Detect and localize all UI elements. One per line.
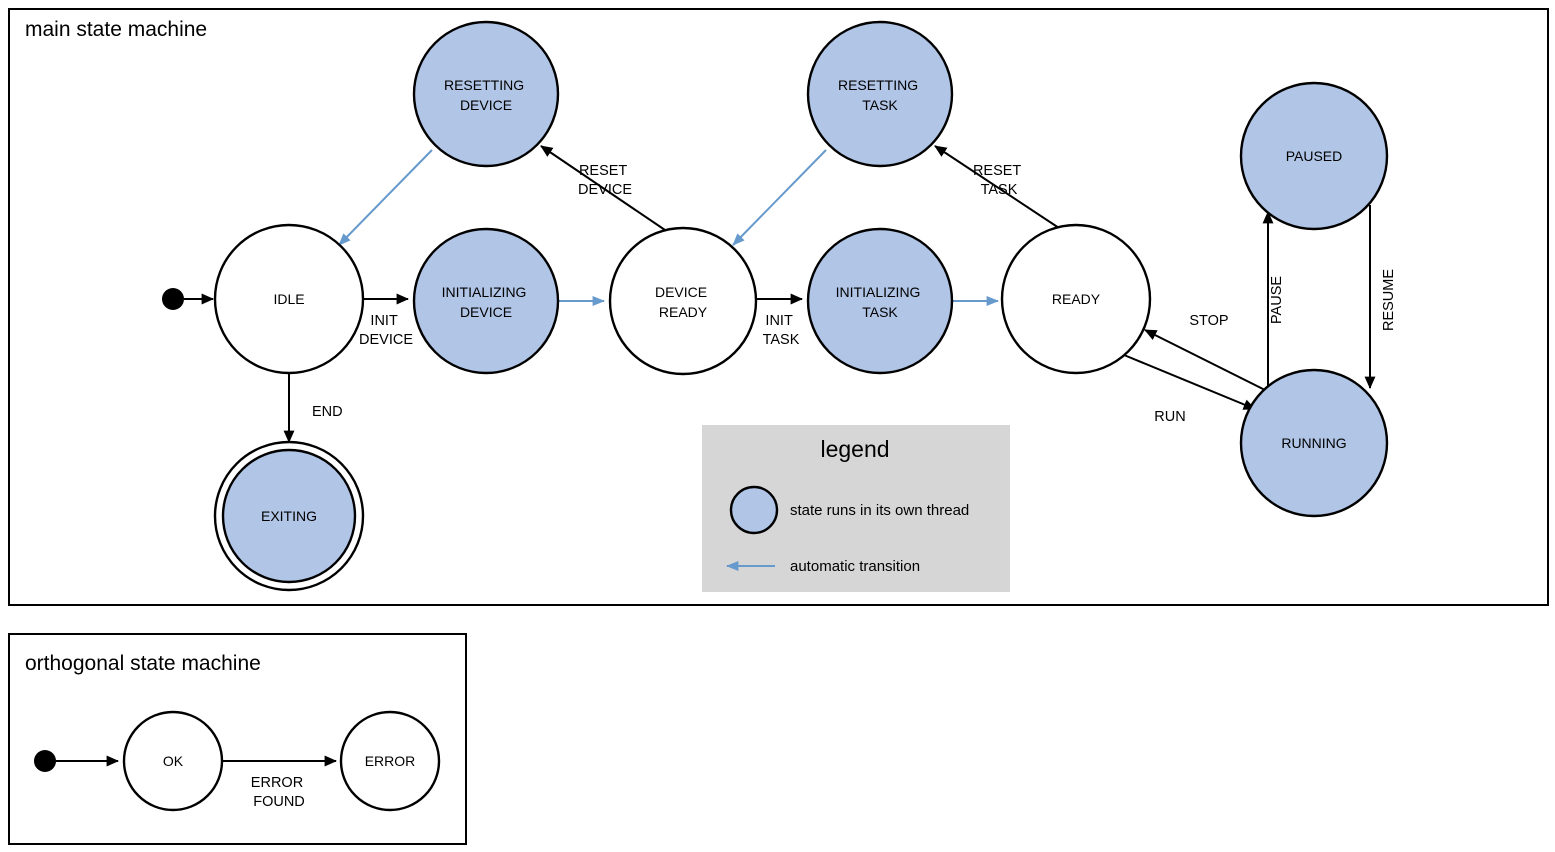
transition-reset-task-label: RESET TASK — [973, 163, 1025, 198]
state-ok-label: OK — [163, 753, 184, 769]
transition-run: RUN — [1123, 354, 1256, 425]
state-device-ready-circle[interactable] — [608, 226, 758, 376]
transition-auto-idle — [338, 149, 433, 246]
transition-run-line — [1123, 354, 1256, 410]
state-ok[interactable]: OK — [122, 710, 224, 812]
state-error[interactable]: ERROR — [339, 710, 441, 812]
state-resetting-task-circle[interactable] — [806, 20, 954, 168]
state-resetting-device[interactable]: RESETTING DEVICE — [412, 20, 560, 168]
state-running[interactable]: RUNNING — [1239, 368, 1389, 518]
state-initializing-task[interactable]: INITIALIZING TASK — [806, 227, 954, 375]
state-resetting-device-circle[interactable] — [412, 20, 560, 168]
state-idle-label: IDLE — [273, 291, 304, 307]
main-machine-title: main state machine — [25, 18, 207, 41]
state-ready-label: READY — [1052, 291, 1101, 307]
initial-state-dot — [162, 288, 184, 310]
legend-title: legend — [820, 436, 889, 462]
transition-end: END — [283, 373, 343, 443]
transition-error-found-label: ERROR FOUND — [251, 775, 307, 810]
transition-resume-label: RESUME — [1381, 269, 1397, 331]
state-error-circle[interactable] — [339, 710, 441, 812]
legend-automatic-transition-label: automatic transition — [790, 558, 920, 575]
transition-end-label: END — [312, 404, 343, 420]
transition-init-task: INIT TASK — [756, 293, 803, 348]
state-idle-circle[interactable] — [213, 223, 365, 375]
transition-stop: STOP — [1144, 313, 1266, 391]
transition-reset-device-line — [540, 145, 666, 231]
transition-resume: RESUME — [1364, 205, 1397, 389]
state-paused-circle[interactable] — [1239, 81, 1389, 231]
legend-thread-state-icon — [729, 485, 779, 535]
state-ok-circle[interactable] — [122, 710, 224, 812]
transition-init-device: INIT DEVICE — [359, 293, 413, 348]
transition-reset-device-label: RESET DEVICE — [578, 163, 632, 198]
state-paused-label: PAUSED — [1286, 148, 1343, 164]
transition-stop-label: STOP — [1189, 313, 1228, 329]
state-initializing-task-label: INITIALIZING TASK — [836, 284, 925, 320]
legend: legend state runs in its own thread auto… — [702, 425, 1010, 592]
main-initial-state — [162, 288, 214, 310]
orthogonal-initial-state — [34, 750, 119, 772]
state-initializing-device[interactable]: INITIALIZING DEVICE — [412, 227, 560, 375]
transition-auto-device-ready-2 — [732, 149, 827, 246]
transition-init-device-label: INIT DEVICE — [359, 313, 413, 348]
state-resetting-device-label: RESETTING DEVICE — [444, 77, 528, 113]
transition-reset-task: RESET TASK — [934, 145, 1060, 229]
state-initializing-device-circle[interactable] — [412, 227, 560, 375]
state-paused[interactable]: PAUSED — [1239, 81, 1389, 231]
orthogonal-machine-title: orthogonal state machine — [25, 652, 261, 675]
state-idle[interactable]: IDLE — [213, 223, 365, 375]
state-running-circle[interactable] — [1239, 368, 1389, 518]
transition-error-found: ERROR FOUND — [222, 755, 337, 810]
state-running-label: RUNNING — [1281, 435, 1346, 451]
state-resetting-task-label: RESETTING TASK — [838, 77, 922, 113]
state-initializing-task-circle[interactable] — [806, 227, 954, 375]
state-device-ready[interactable]: DEVICE READY — [608, 226, 758, 376]
legend-thread-state-label: state runs in its own thread — [790, 502, 969, 519]
state-ready[interactable]: READY — [1000, 223, 1152, 375]
transition-init-task-label: INIT TASK — [763, 313, 800, 348]
transition-reset-device: RESET DEVICE — [540, 145, 666, 231]
state-resetting-task[interactable]: RESETTING TASK — [806, 20, 954, 168]
transition-pause: PAUSE — [1262, 211, 1285, 395]
state-error-label: ERROR — [365, 753, 416, 769]
state-initializing-device-label: INITIALIZING DEVICE — [442, 284, 531, 320]
transition-reset-task-line — [934, 145, 1060, 229]
transition-stop-line — [1144, 329, 1266, 391]
orthogonal-initial-state-dot — [34, 750, 56, 772]
state-exiting-label: EXITING — [261, 508, 317, 524]
state-exiting[interactable]: EXITING — [213, 440, 365, 592]
transition-auto-idle-line — [338, 149, 433, 246]
state-exiting-circle[interactable] — [221, 448, 357, 584]
transition-run-label: RUN — [1154, 409, 1185, 425]
transition-auto-device-ready-2-line — [732, 149, 827, 246]
transition-pause-label: PAUSE — [1269, 276, 1285, 324]
state-ready-circle[interactable] — [1000, 223, 1152, 375]
state-device-ready-label: DEVICE READY — [655, 284, 711, 320]
